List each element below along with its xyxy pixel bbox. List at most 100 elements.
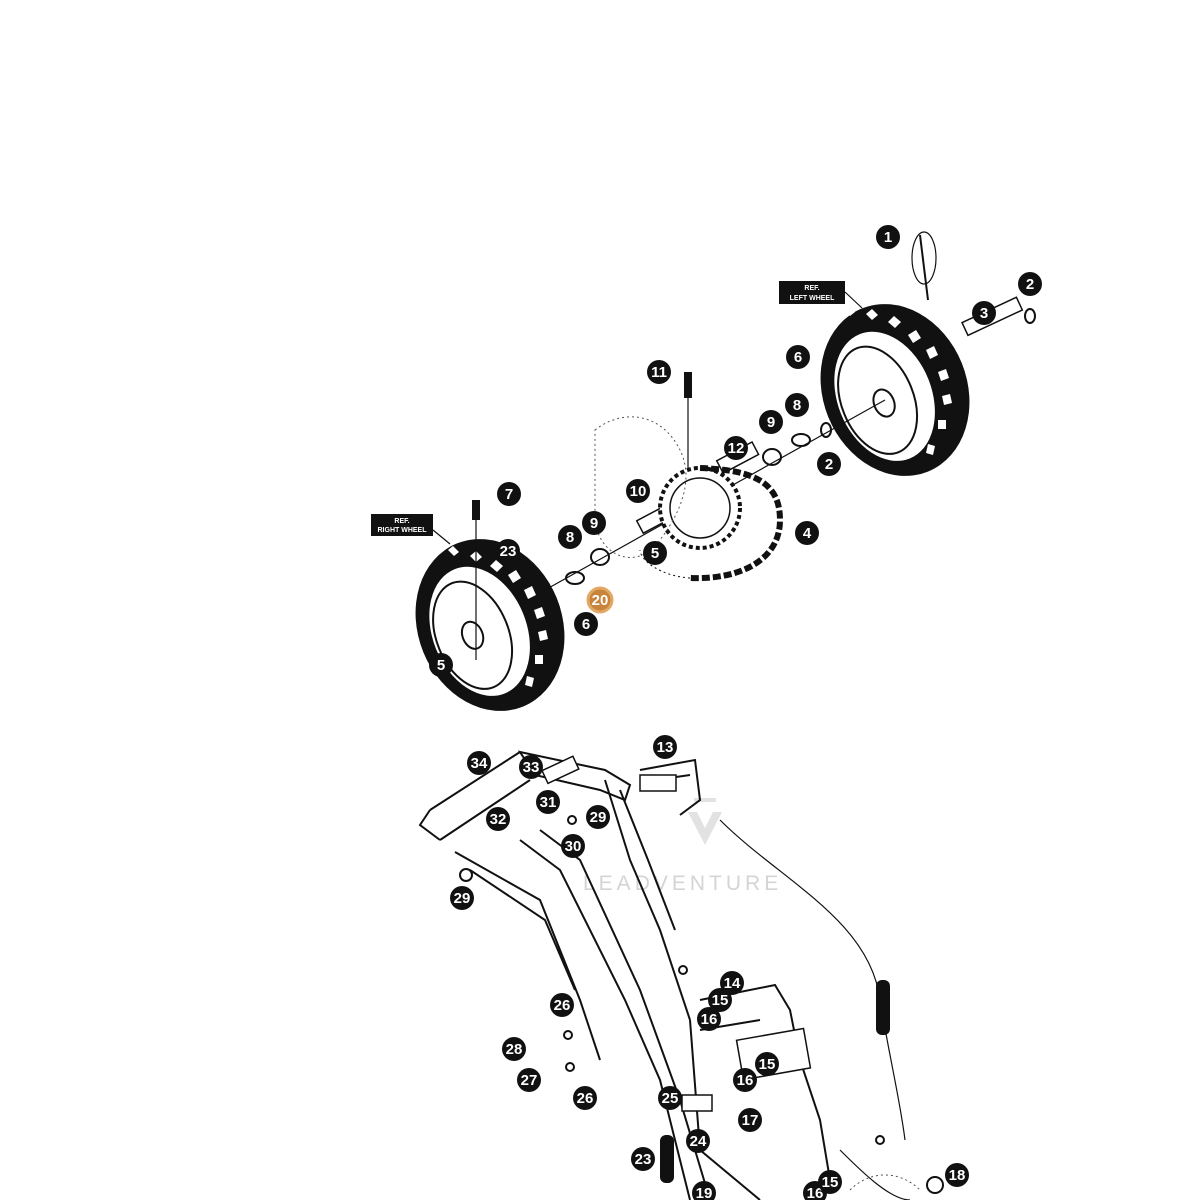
callout-4: 4 (795, 521, 819, 545)
callout-number: 28 (506, 1041, 523, 1058)
callout-number: 23 (500, 543, 517, 560)
callout-6: 6 (786, 345, 810, 369)
callout-29: 29 (450, 886, 474, 910)
callout-15: 15 (755, 1052, 779, 1076)
callout-circle (517, 1068, 541, 1092)
callout-circle (817, 452, 841, 476)
callout-25: 25 (658, 1086, 682, 1110)
callout-circle (429, 653, 453, 677)
callout-number: 20 (592, 592, 609, 609)
callout-number: 3 (980, 305, 988, 322)
callout-circle (759, 410, 783, 434)
callout-circle (658, 1086, 682, 1110)
callout-circle (708, 988, 732, 1012)
callout-number: 25 (662, 1090, 679, 1107)
callout-34: 34 (467, 751, 491, 775)
callout-number: 15 (759, 1056, 776, 1073)
callout-10: 10 (626, 479, 650, 503)
callout-19: 19 (692, 1181, 716, 1200)
callout-7: 7 (497, 482, 521, 506)
callout-26: 26 (573, 1086, 597, 1110)
ref-right-wheel-line1: REF. (394, 518, 409, 525)
ref-left-wheel-line1: REF. (804, 285, 819, 292)
callout-circle (647, 360, 671, 384)
ref-left-wheel: REF. LEFT WHEEL (779, 281, 863, 309)
callout-15: 15 (818, 1170, 842, 1194)
callout-number: 2 (825, 456, 833, 473)
callout-30: 30 (561, 834, 585, 858)
callout-number: 31 (540, 794, 557, 811)
callout-circle (496, 539, 520, 563)
callout-circle (519, 755, 543, 779)
callout-number: 18 (949, 1167, 966, 1184)
watermark: LEADVENTURE (583, 798, 782, 895)
callout-number: 17 (742, 1112, 759, 1129)
callout-15: 15 (708, 988, 732, 1012)
callout-5: 5 (429, 653, 453, 677)
callout-number: 5 (651, 545, 659, 562)
callout-5: 5 (643, 541, 667, 565)
callout-circle (738, 1108, 762, 1132)
callout-number: 24 (690, 1133, 707, 1150)
callout-1: 1 (876, 225, 900, 249)
callout-circle (550, 993, 574, 1017)
callout-circle (502, 1037, 526, 1061)
ref-right-wheel: REF. RIGHT WHEEL (371, 514, 451, 545)
callout-circle (497, 482, 521, 506)
callout-circle (876, 225, 900, 249)
callout-23: 23 (631, 1147, 655, 1171)
callout-number: 23 (635, 1151, 652, 1168)
callout-17: 17 (738, 1108, 762, 1132)
callout-number: 5 (437, 657, 445, 674)
callout-circle (486, 807, 510, 831)
callout-number: 2 (1026, 276, 1034, 293)
callout-number: 9 (767, 414, 775, 431)
callout-circle (724, 436, 748, 460)
callout-circle (558, 525, 582, 549)
callout-11: 11 (647, 360, 671, 384)
callout-number: 34 (471, 755, 488, 772)
callout-23: 23 (496, 539, 520, 563)
callout-27: 27 (517, 1068, 541, 1092)
callout-circle (573, 1086, 597, 1110)
callout-circle (733, 1068, 757, 1092)
callout-14: 14 (720, 971, 744, 995)
callout-number: 16 (807, 1185, 824, 1200)
callout-circle (586, 805, 610, 829)
callout-number: 26 (577, 1090, 594, 1107)
callout-circle (786, 345, 810, 369)
callout-number: 15 (712, 992, 729, 1009)
callout-circle (818, 1170, 842, 1194)
watermark-text: LEADVENTURE (583, 872, 782, 895)
callout-number: 8 (793, 397, 801, 414)
callout-number: 8 (566, 529, 574, 546)
callout-2: 2 (817, 452, 841, 476)
right-wheel (415, 500, 565, 711)
callout-circle (785, 393, 809, 417)
callout-number: 15 (822, 1174, 839, 1191)
callout-circle (561, 834, 585, 858)
callout-number: 13 (657, 739, 674, 756)
callout-9: 9 (582, 511, 606, 535)
callout-circle (697, 1007, 721, 1031)
callout-number: 30 (565, 838, 582, 855)
callout-number: 29 (454, 890, 471, 907)
callout-28: 28 (502, 1037, 526, 1061)
callout-number: 29 (590, 809, 607, 826)
callout-29: 29 (586, 805, 610, 829)
callout-2: 2 (1018, 272, 1042, 296)
callout-number: 26 (554, 997, 571, 1014)
callout-circle (1018, 272, 1042, 296)
callout-circle (626, 479, 650, 503)
callout-8: 8 (558, 525, 582, 549)
ref-right-wheel-line2: RIGHT WHEEL (378, 527, 428, 534)
callout-8: 8 (785, 393, 809, 417)
callout-18: 18 (945, 1163, 969, 1187)
callout-number: 12 (728, 440, 745, 457)
callout-circle (795, 521, 819, 545)
callout-circle (686, 1129, 710, 1153)
callout-3: 3 (972, 301, 996, 325)
left-wheel (820, 304, 970, 476)
